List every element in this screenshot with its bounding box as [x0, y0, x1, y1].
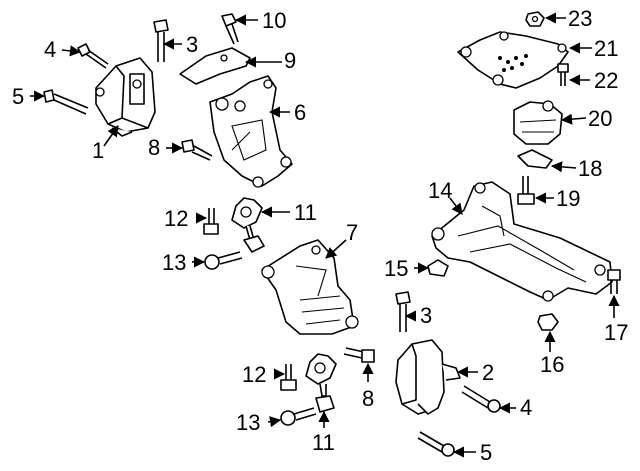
- clip-15: [427, 259, 449, 277]
- small-bracket-18: [517, 149, 553, 169]
- nut-16: [537, 313, 559, 331]
- bolt-3-lower: [395, 291, 411, 332]
- leader-lines: [30, 12, 620, 458]
- callout-11a: 11: [294, 200, 317, 225]
- callout-9: 9: [284, 48, 296, 73]
- callout-4b: 4: [520, 395, 532, 420]
- subframe: [431, 181, 613, 302]
- callout-8b: 8: [362, 386, 374, 411]
- callout-11b: 11: [312, 430, 335, 455]
- transmission-bracket: [209, 75, 293, 188]
- callout-3a: 3: [186, 32, 198, 57]
- callout-6: 6: [294, 100, 306, 125]
- torque-link-upper: [231, 197, 265, 253]
- callout-1: 1: [92, 138, 104, 163]
- callout-7: 7: [346, 220, 358, 245]
- bolt-8-lower: [343, 347, 375, 363]
- callout-5b: 5: [480, 440, 492, 465]
- bolt-8-upper: [181, 139, 213, 161]
- callout-labels: 1 2 3 3 4 4 5 5 6 7 8 8 9 10 11 11 12 12…: [12, 6, 628, 465]
- callout-4a: 4: [44, 37, 56, 62]
- bolt-4-upper: [77, 43, 109, 69]
- bolt-4-lower: [461, 385, 501, 413]
- callout-8a: 8: [148, 135, 160, 160]
- crossmember-plate: [457, 31, 569, 89]
- callout-20: 20: [588, 106, 612, 131]
- engine-mount-upper-left: [95, 57, 156, 137]
- callout-15: 15: [384, 256, 408, 281]
- bolt-3-upper: [153, 19, 169, 62]
- callout-5a: 5: [12, 84, 24, 109]
- torque-link-lower: [305, 353, 337, 413]
- callout-23: 23: [568, 6, 592, 31]
- bolt-5-upper: [43, 89, 89, 115]
- bolt-19: [517, 176, 535, 205]
- engine-mount-lower: [395, 339, 461, 415]
- callout-2: 2: [482, 360, 494, 385]
- callout-14: 14: [428, 178, 452, 203]
- bolt-12-upper: [203, 208, 219, 235]
- bolt-5-lower: [417, 431, 455, 457]
- nut-23: [525, 11, 545, 27]
- lower-bracket: [261, 239, 359, 335]
- mount-cushion: [513, 100, 563, 145]
- bolt-17: [607, 269, 621, 294]
- callout-13a: 13: [162, 250, 186, 275]
- bolt-13-upper: [204, 251, 243, 270]
- callout-19: 19: [556, 186, 580, 211]
- callout-16: 16: [540, 352, 564, 377]
- callout-12a: 12: [164, 206, 188, 231]
- callout-10: 10: [262, 8, 286, 33]
- callout-18: 18: [578, 156, 602, 181]
- bolt-13-lower: [280, 407, 317, 426]
- callout-17: 17: [604, 320, 628, 345]
- bolt-22: [557, 63, 569, 86]
- callout-21: 21: [594, 36, 618, 61]
- callout-12b: 12: [242, 362, 266, 387]
- callout-3b: 3: [420, 303, 432, 328]
- bolt-10: [221, 13, 239, 45]
- bolt-12-lower: [280, 364, 297, 391]
- callout-13b: 13: [236, 410, 260, 435]
- callout-22: 22: [594, 68, 618, 93]
